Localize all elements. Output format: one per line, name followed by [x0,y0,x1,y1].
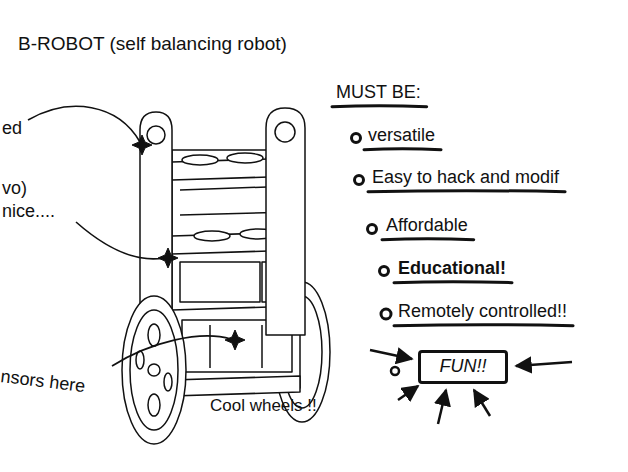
bullet [352,134,361,143]
robot-body [122,108,330,444]
underline-stroke [368,191,565,192]
annotation-text: Cool wheels !! [210,396,317,416]
emphasis-arrow [398,386,418,400]
box-text: FUN!! [440,356,487,378]
motor-middle [194,231,230,241]
wheel-hole [148,394,160,416]
bullet [381,309,391,319]
right-side-plate [266,108,305,335]
emphasis-arrow [474,390,490,416]
wheel-hole [148,324,160,346]
emphasis-arrow [370,350,412,359]
leader-line [28,106,140,142]
bullet [380,267,389,276]
callout-star [132,135,152,155]
requirement-text: MUST BE: [336,82,421,103]
emphasis-arrows [370,350,572,424]
annotation-text: vo) [2,178,27,199]
left-wheel-rim [130,310,178,430]
underline-stroke [382,239,474,240]
emphasis-arrow [438,390,446,424]
diagram-title: B-ROBOT (self balancing robot) [18,33,287,55]
emphasis-box: FUN!! [418,350,508,384]
annotation-text: nsors here [0,366,86,397]
battery-box [180,262,260,302]
requirement-text: Remotely controlled!! [398,301,567,322]
bullet [391,367,399,375]
requirement-text: Educational! [398,258,506,279]
requirement-text: versatile [368,125,435,146]
leader-line [112,336,231,366]
plate-hole [147,126,165,144]
underline-stroke [364,149,441,150]
wheel-hub [148,364,160,376]
underline-stroke [394,282,512,283]
bullet [355,176,364,185]
callout-star [225,330,245,350]
wheel-hole [164,373,172,391]
left-wheel [122,296,186,444]
leader-lines [28,106,231,366]
motor-top [182,155,218,165]
callout-stars [132,135,245,350]
base-plate [172,376,300,396]
plate-hole [275,122,295,142]
requirement-text: Easy to hack and modif [372,167,559,188]
wheel-hole [136,351,144,369]
annotation-text: nice.... [2,201,55,222]
leader-line [76,222,164,259]
bullets [352,134,392,320]
underline-stroke [394,325,573,326]
emphasis-arrow [516,362,572,366]
panel-line [209,325,211,368]
motor-top [227,153,263,163]
annotation-text: ed [2,118,22,139]
panel-line [261,325,263,368]
underline-stroke [332,106,427,107]
requirement-text: Affordable [386,215,468,236]
bullet [368,225,377,234]
